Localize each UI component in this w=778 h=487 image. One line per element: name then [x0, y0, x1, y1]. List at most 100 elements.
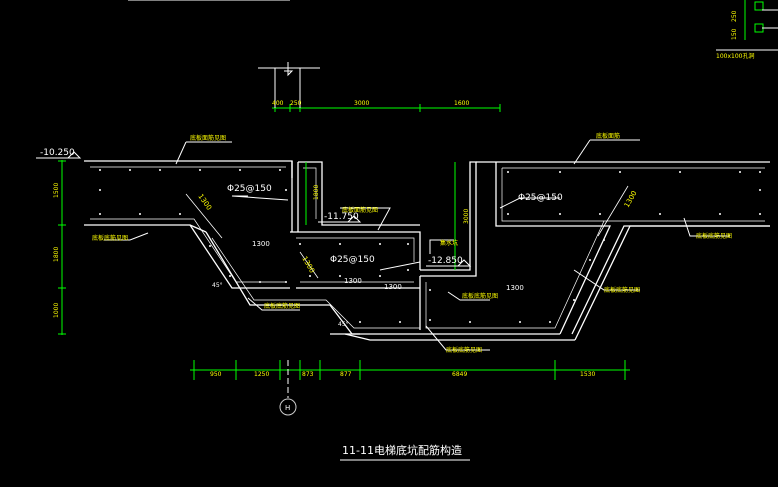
rebar-dot [519, 321, 521, 323]
dim-mid-2: 3000 [463, 209, 470, 224]
rebar-dot [339, 275, 341, 277]
grid-bubble [279, 398, 297, 416]
dim-top-3: 3000 [354, 100, 369, 107]
note-top-right: 底板面筋 [596, 132, 620, 140]
rebar-dot [739, 171, 741, 173]
note-pit-right: 底板底筋见图 [462, 292, 498, 300]
rebar-dot [99, 189, 101, 191]
note-left-bottom: 底板底筋见图 [92, 234, 128, 242]
angle-2: 45° [338, 321, 349, 328]
elevation-top: -10.250 [40, 148, 75, 158]
angle-1: 45° [212, 282, 223, 289]
rebar-dot [429, 319, 431, 321]
rebar-dot [603, 239, 605, 241]
rebar-dot [659, 213, 661, 215]
dim-bottom-4: 877 [340, 371, 352, 378]
length-7: 1300 [623, 190, 639, 209]
grid-label: H [285, 404, 290, 412]
rebar-dot [679, 171, 681, 173]
rebar-label-3: Φ25@150 [518, 193, 563, 203]
rebar-dot [229, 275, 231, 277]
elevation-pit: -12.850 [428, 256, 463, 266]
note-mid-wall: 底板面筋见图 [342, 206, 378, 214]
rebar-dot [719, 213, 721, 215]
rebar-dot [589, 259, 591, 261]
rebar-dot [759, 171, 761, 173]
dim-left-1: 1500 [53, 183, 60, 198]
rebar-dot [599, 213, 601, 215]
rebar-dot [199, 169, 201, 171]
rebar-dot [209, 245, 211, 247]
length-2: 1300 [252, 240, 270, 248]
rebar-dot [309, 275, 311, 277]
rebar-dot [339, 243, 341, 245]
note-wall-label: 集水坑 [440, 239, 458, 247]
right-label-top: 250 [731, 10, 738, 22]
rebar-dot [279, 169, 281, 171]
dim-bottom-5: 6849 [452, 371, 467, 378]
dim-top-4: 1600 [454, 100, 469, 107]
dim-left-3: 1000 [53, 303, 60, 318]
rebar-lines [90, 166, 765, 329]
note-slope-left: 底板底筋见图 [264, 302, 300, 310]
text-labels: -10.250 -11.750 -12.850 Φ25@150 Φ25@150 … [40, 10, 754, 457]
leader-lines [104, 139, 730, 351]
rebar-label-2: Φ25@150 [330, 255, 375, 265]
rebar-dot [179, 213, 181, 215]
rebar-dot [759, 189, 761, 191]
rebar-dot [99, 213, 101, 215]
rebar-dot [507, 213, 509, 215]
rebar-dot [559, 171, 561, 173]
rebar-dot [399, 321, 401, 323]
rebar-dot [549, 321, 551, 323]
dim-bottom-6: 1530 [580, 371, 595, 378]
dim-top-1: 400 [272, 100, 284, 107]
rebar-dot [299, 243, 301, 245]
legend-box [716, 0, 778, 51]
note-right-slope: 底板底筋见图 [604, 286, 640, 294]
rebar-dot [129, 169, 131, 171]
angled-rebars [185, 185, 629, 279]
dim-top-2: 250 [290, 100, 302, 107]
elevation-markers [36, 151, 472, 267]
rebar-dot [379, 243, 381, 245]
rebar-dot [407, 269, 409, 271]
length-1: 1300 [196, 193, 213, 212]
dimension-lines [58, 62, 630, 398]
length-6: 1300 [506, 284, 524, 292]
rebar-dot [359, 321, 361, 323]
dim-mid-1: 1800 [313, 185, 320, 200]
rebar-dot [429, 289, 431, 291]
dim-left-2: 1800 [53, 247, 60, 262]
length-5: 1300 [384, 283, 402, 291]
drawing-title: 11-11电梯底坑配筋构造 [342, 443, 462, 457]
elevation-mid: -11.750 [324, 212, 359, 222]
rebar-dot [379, 275, 381, 277]
rebar-dot [759, 213, 761, 215]
rebar-dot [139, 213, 141, 215]
rebar-dot [239, 169, 241, 171]
pit-outline [84, 160, 770, 341]
length-4: 1300 [344, 277, 362, 285]
note-legend: 100x100孔洞 [716, 52, 754, 60]
note-pit-bottom: 底板底筋见图 [446, 346, 482, 354]
dim-bottom-3: 873 [302, 371, 314, 378]
rebar-dot [507, 171, 509, 173]
dim-bottom-1: 950 [210, 371, 222, 378]
rebar-dot [559, 213, 561, 215]
rebar-dot [99, 169, 101, 171]
rebar-dot [573, 299, 575, 301]
rebar-label-1: Φ25@150 [227, 184, 272, 194]
note-right-bottom: 底板底筋见图 [696, 232, 732, 240]
rebar-dot [285, 189, 287, 191]
rebar-dot [469, 321, 471, 323]
rebar-dots [99, 169, 761, 323]
dim-bottom-2: 1250 [254, 371, 269, 378]
rebar-dot [619, 171, 621, 173]
length-3: 1300 [300, 255, 316, 274]
right-label-mid: 150 [731, 28, 738, 40]
rebar-dot [159, 169, 161, 171]
note-top-left: 底板面筋见图 [190, 134, 226, 142]
rebar-dot [407, 243, 409, 245]
